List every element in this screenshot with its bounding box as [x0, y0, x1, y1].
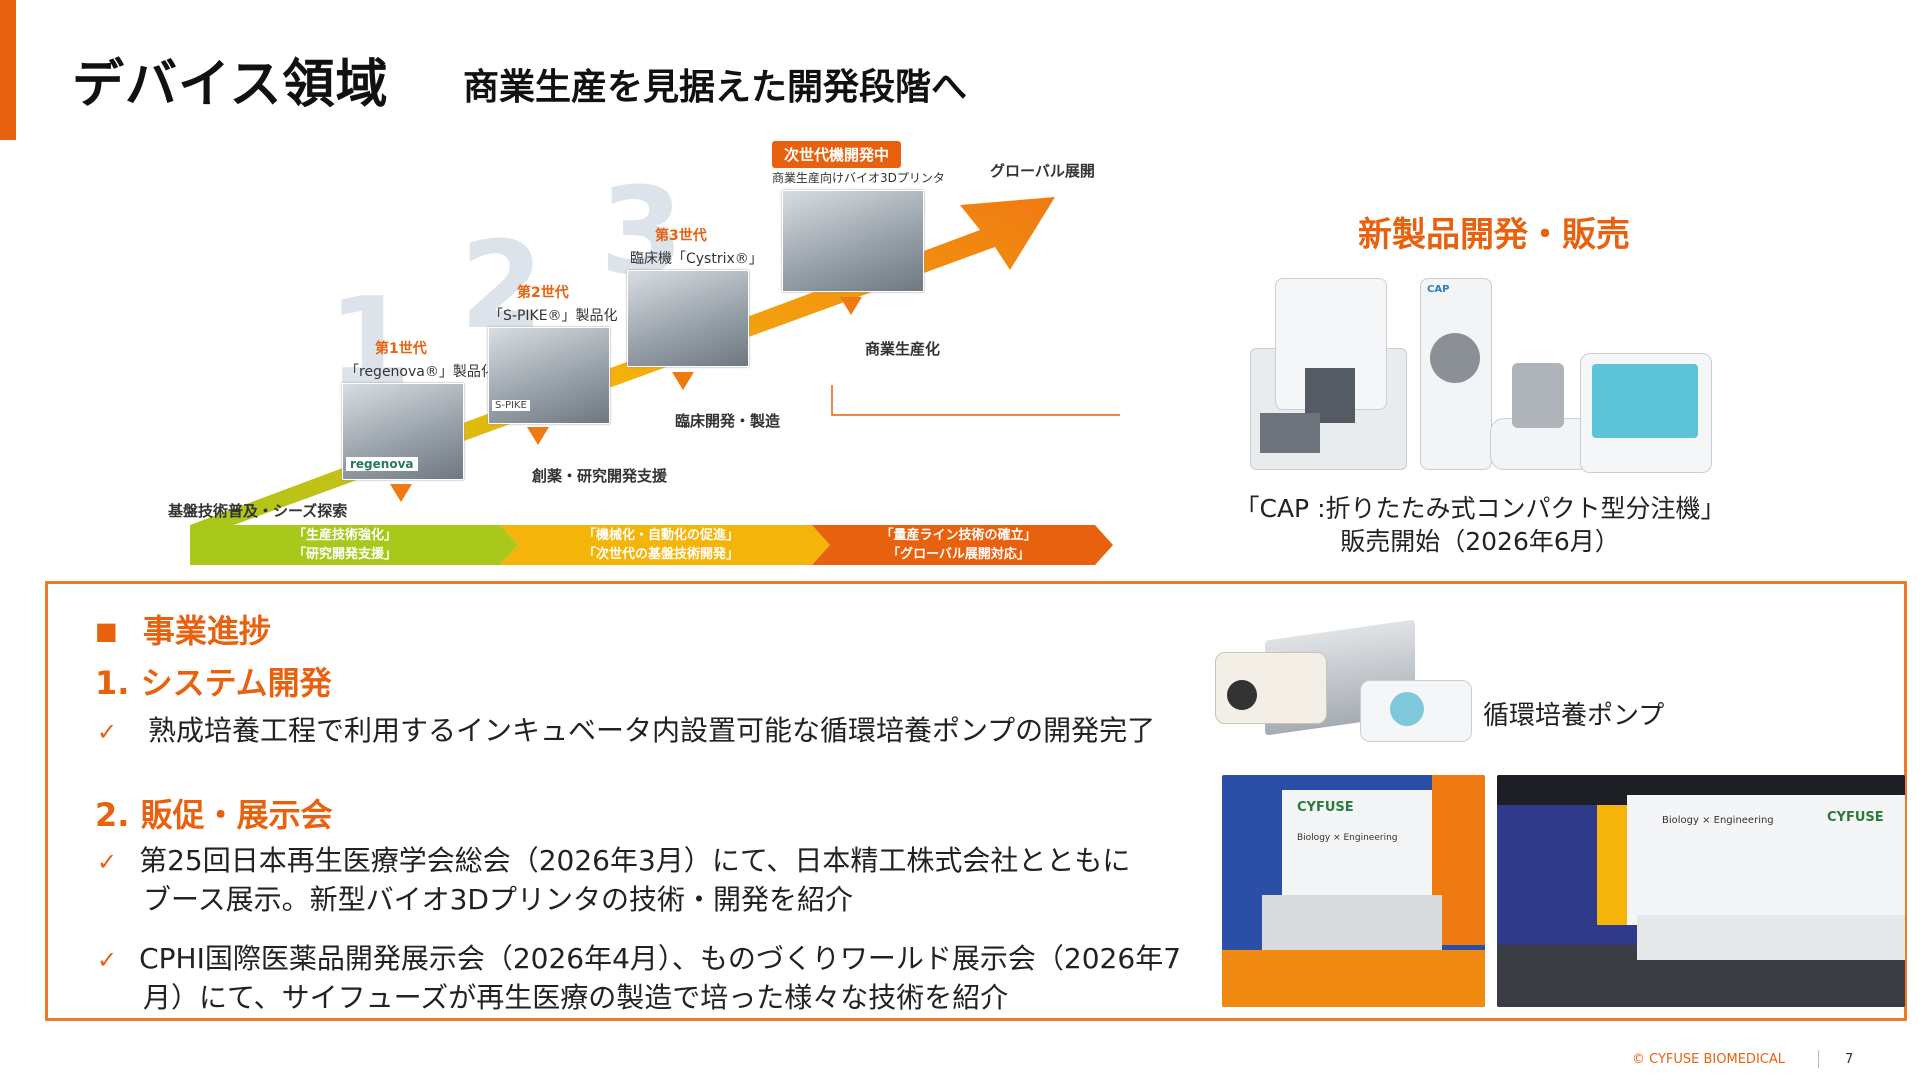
- gen1-numeral: 1: [328, 273, 412, 412]
- gen2-label: 第2世代: [517, 285, 569, 301]
- gen3-caption: 臨床機「Cystrix®」: [630, 251, 763, 267]
- section1-title: 1. システム開発: [95, 664, 332, 702]
- gen1-caption: 「regenova®」製品化: [345, 364, 495, 380]
- drug-discovery-label: 創薬・研究開発支援: [532, 467, 668, 485]
- next-gen-pin: [840, 297, 862, 315]
- growth-diagram: 1 2 3 第1世代 「regenova®」製品化 regenova 第2世代 …: [160, 135, 1120, 575]
- booth1-logo: CYFUSE: [1297, 800, 1354, 815]
- check-icon: ✓: [97, 848, 118, 876]
- new-product-heading: 新製品開発・販売: [1358, 215, 1630, 255]
- commercial-label: 商業生産化: [865, 340, 941, 358]
- gen1-pin: [390, 484, 412, 502]
- band3-text: 「量産ライン技術の確立」 「グローバル展開対応」: [880, 528, 1037, 562]
- cystrix-photo: [627, 270, 749, 367]
- next-gen-badge: 次世代機開発中: [772, 141, 902, 168]
- booth-photo-1: CYFUSE Biology × Engineering: [1222, 775, 1485, 1007]
- basic-tech-label: 基盤技術普及・シーズ探索: [168, 502, 348, 520]
- booth-photo-2: CYFUSE Biology × Engineering: [1497, 775, 1905, 1007]
- pump-image: [1215, 619, 1475, 745]
- connector-line: [831, 385, 1120, 416]
- accent-bar: [0, 0, 16, 140]
- section2-bullet-1: ✓第25回日本再生医療学会総会（2026年3月）にて、日本精工株式会社とともに …: [97, 844, 1131, 916]
- regenova-logo: regenova: [346, 457, 418, 471]
- band1-text: 「生産技術強化」 「研究開発支援」: [292, 528, 397, 562]
- page-number: 7: [1845, 1052, 1854, 1067]
- square-bullet: ■: [95, 617, 118, 645]
- booth2-logo: CYFUSE: [1827, 810, 1884, 825]
- band-2: [500, 525, 830, 565]
- gen2-pin: [527, 427, 549, 445]
- footer-copyright: © CYFUSE BIOMEDICAL: [1632, 1052, 1785, 1067]
- check-icon: ✓: [97, 718, 118, 746]
- gen1-label: 第1世代: [375, 341, 427, 357]
- cap-caption: 「CAP :折りたたみ式コンパクト型分注機」 販売開始（2026年6月）: [1234, 494, 1726, 556]
- band-3: [812, 525, 1113, 565]
- global-label: グローバル展開: [990, 162, 1095, 180]
- booth1-text: Biology × Engineering: [1297, 833, 1398, 843]
- clinical-label: 臨床開発・製造: [675, 412, 781, 430]
- booth2-text: Biology × Engineering: [1662, 815, 1774, 826]
- page-subtitle: 商業生産を見据えた開発段階へ: [463, 67, 968, 108]
- spike-logo: S-PIKE: [492, 400, 530, 411]
- next-gen-caption: 商業生産向けバイオ3Dプリンタ: [772, 171, 945, 185]
- page-title: デバイス領域: [72, 55, 389, 115]
- footer-divider: [1818, 1050, 1819, 1068]
- business-progress-box: [45, 581, 1907, 1021]
- next-gen-photo: [782, 190, 924, 292]
- pump-caption: 循環培養ポンプ: [1483, 701, 1665, 731]
- check-icon: ✓: [97, 946, 118, 974]
- section1-bullet: ✓ 熟成培養工程で利用するインキュベータ内設置可能な循環培養ポンプの開発完了: [97, 714, 1156, 747]
- gen2-caption: 「S-PIKE®」製品化: [489, 308, 618, 324]
- progress-heading: ■ 事業進捗: [95, 612, 271, 650]
- band2-text: 「機械化・自動化の促進」 「次世代の基盤技術開発」: [582, 528, 739, 562]
- cap-product-image: CAP: [1250, 278, 1712, 483]
- gen3-pin: [672, 372, 694, 390]
- section2-title: 2. 販促・展示会: [95, 796, 333, 834]
- gen3-label: 第3世代: [655, 228, 707, 244]
- section2-bullet-2: ✓CPHI国際医薬品開発展示会（2026年4月）、ものづくりワールド展示会（20…: [97, 942, 1182, 1014]
- band-1: [190, 525, 518, 565]
- gen2-numeral: 2: [460, 217, 544, 356]
- cap-logo: CAP: [1427, 284, 1450, 295]
